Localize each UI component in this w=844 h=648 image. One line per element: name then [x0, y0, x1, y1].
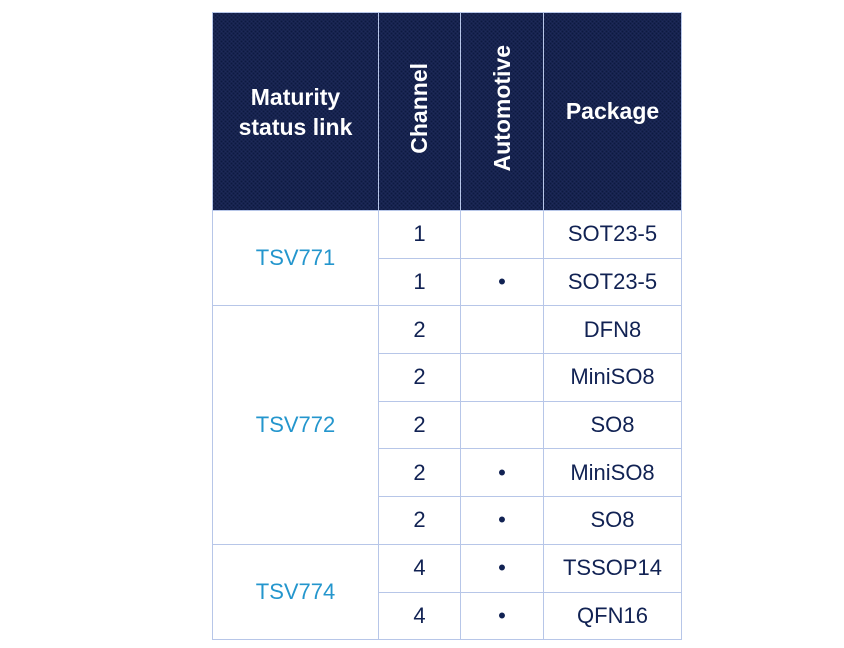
package-cell: SO8	[543, 400, 682, 450]
channel-cell: 4	[378, 543, 461, 593]
package-cell: QFN16	[543, 591, 682, 641]
column-header-automotive: Automotive	[460, 12, 544, 211]
maturity-header-line2: status link	[238, 113, 353, 140]
automotive-header-label: Automotive	[488, 45, 515, 172]
package-cell: SO8	[543, 496, 682, 545]
channel-cell: 2	[378, 400, 461, 450]
automotive-cell	[460, 305, 544, 355]
package-cell: MiniSO8	[543, 353, 682, 402]
channel-cell: 2	[378, 305, 461, 355]
automotive-cell	[460, 353, 544, 402]
part-cell-tsv771: TSV771	[212, 209, 379, 307]
part-link-tsv774[interactable]: TSV774	[255, 579, 336, 604]
part-link-tsv771[interactable]: TSV771	[255, 245, 336, 271]
table-row: TSV772 2 DFN8	[212, 305, 682, 545]
column-header-channel: Channel	[378, 12, 461, 211]
column-header-maturity-status-link: Maturity status link	[212, 12, 379, 211]
package-header-label: Package	[565, 98, 660, 124]
part-link-tsv772[interactable]: TSV772	[255, 412, 336, 438]
channel-cell: 4	[378, 591, 461, 641]
package-cell: TSSOP14	[543, 543, 682, 593]
part-cell-tsv774: TSV774	[212, 543, 379, 641]
channel-cell: 1	[378, 210, 461, 259]
automotive-cell: •	[460, 448, 544, 498]
column-header-package: Package	[543, 12, 682, 211]
package-cell: SOT23-5	[543, 210, 682, 259]
automotive-cell: •	[460, 257, 544, 307]
channel-cell: 2	[378, 353, 461, 402]
table-row: 2 • SO8	[213, 496, 682, 545]
table-row: TSV774 4 • TSSOP14	[212, 543, 682, 641]
automotive-cell	[460, 210, 544, 259]
table-row: 2 MiniSO8	[213, 353, 682, 402]
maturity-header-line1: Maturity	[250, 83, 341, 110]
package-cell: DFN8	[543, 305, 682, 355]
automotive-cell: •	[460, 591, 544, 641]
channel-header-label: Channel	[406, 63, 432, 154]
table-row: 2 • MiniSO8	[213, 448, 682, 498]
table-row: 4 • QFN16	[213, 591, 682, 641]
table-row: 2 SO8	[213, 400, 682, 450]
channel-cell: 2	[378, 496, 461, 545]
product-table: Maturity status link Channel Automotive …	[212, 12, 682, 641]
channel-cell: 2	[378, 448, 461, 498]
package-cell: MiniSO8	[543, 448, 682, 498]
automotive-cell: •	[460, 543, 544, 593]
part-cell-tsv772: TSV772	[212, 305, 379, 545]
automotive-cell: •	[460, 496, 544, 545]
automotive-cell	[460, 400, 544, 450]
table-row: 1 • SOT23-5	[213, 257, 682, 307]
package-cell: SOT23-5	[543, 257, 682, 307]
channel-cell: 1	[378, 257, 461, 307]
table-row: TSV771 1 SOT23-5	[212, 209, 682, 307]
header-row: Maturity status link Channel Automotive …	[212, 12, 682, 211]
